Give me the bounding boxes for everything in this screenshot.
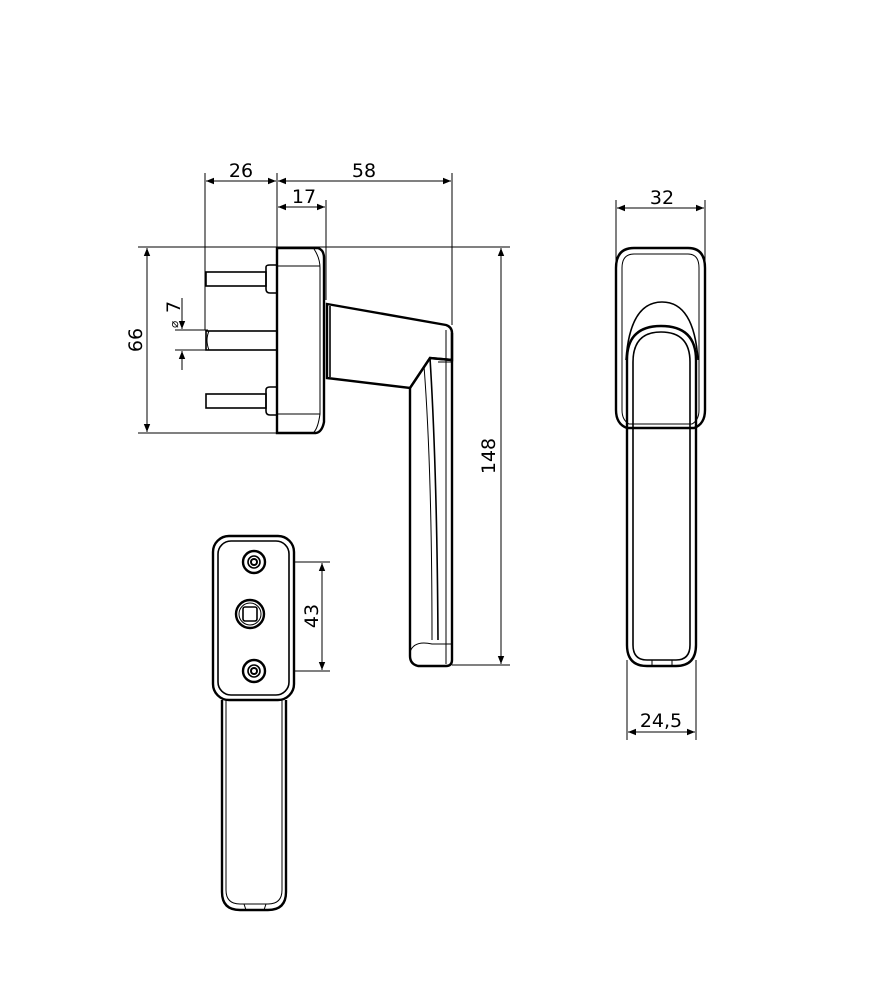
fixing-screw-bottom (205, 386, 278, 416)
dim-66-label: 66 (125, 328, 147, 352)
dim-58-label: 58 (352, 160, 376, 182)
extension-lines (138, 173, 510, 666)
dim-58: 58 (278, 160, 451, 185)
dim-32-label: 32 (650, 187, 674, 209)
spindle (205, 330, 278, 351)
extension-lines (615, 200, 706, 740)
dim-148-label: 148 (478, 438, 500, 474)
dim-43-label: 43 (301, 604, 323, 628)
dim-148: 148 (478, 248, 505, 664)
dim-spindle-diameter: ⌀ 7 (163, 298, 186, 370)
handle-neck (325, 302, 454, 390)
handle-grip-front (625, 324, 698, 668)
dim-17-label: 17 (292, 186, 316, 208)
dim-43: 43 (301, 563, 326, 670)
dim-32: 32 (617, 187, 704, 212)
dim-66: 66 (125, 248, 151, 432)
front-view: 32 24,5 (614, 187, 707, 740)
fixing-screw-top (205, 264, 278, 294)
handle-grip-side (408, 330, 454, 668)
dim-24-5-label: 24,5 (640, 710, 682, 732)
diameter-symbol: ⌀ (167, 321, 181, 328)
screw-hole-bottom (241, 658, 267, 684)
rose-front (614, 246, 707, 430)
dim-24-5: 24,5 (628, 710, 695, 736)
dim-7-label: 7 (163, 301, 185, 313)
spindle-hole (234, 598, 266, 630)
back-view: 43 (211, 534, 330, 912)
side-view: 26 58 17 66 ⌀ 7 148 (125, 160, 510, 668)
dim-26: 26 (206, 160, 276, 185)
handle-grip-back (220, 700, 288, 912)
rose-back (211, 534, 296, 702)
dim-17: 17 (278, 186, 325, 211)
dim-26-label: 26 (229, 160, 253, 182)
screw-hole-top (241, 549, 267, 575)
rose-side (275, 246, 326, 435)
